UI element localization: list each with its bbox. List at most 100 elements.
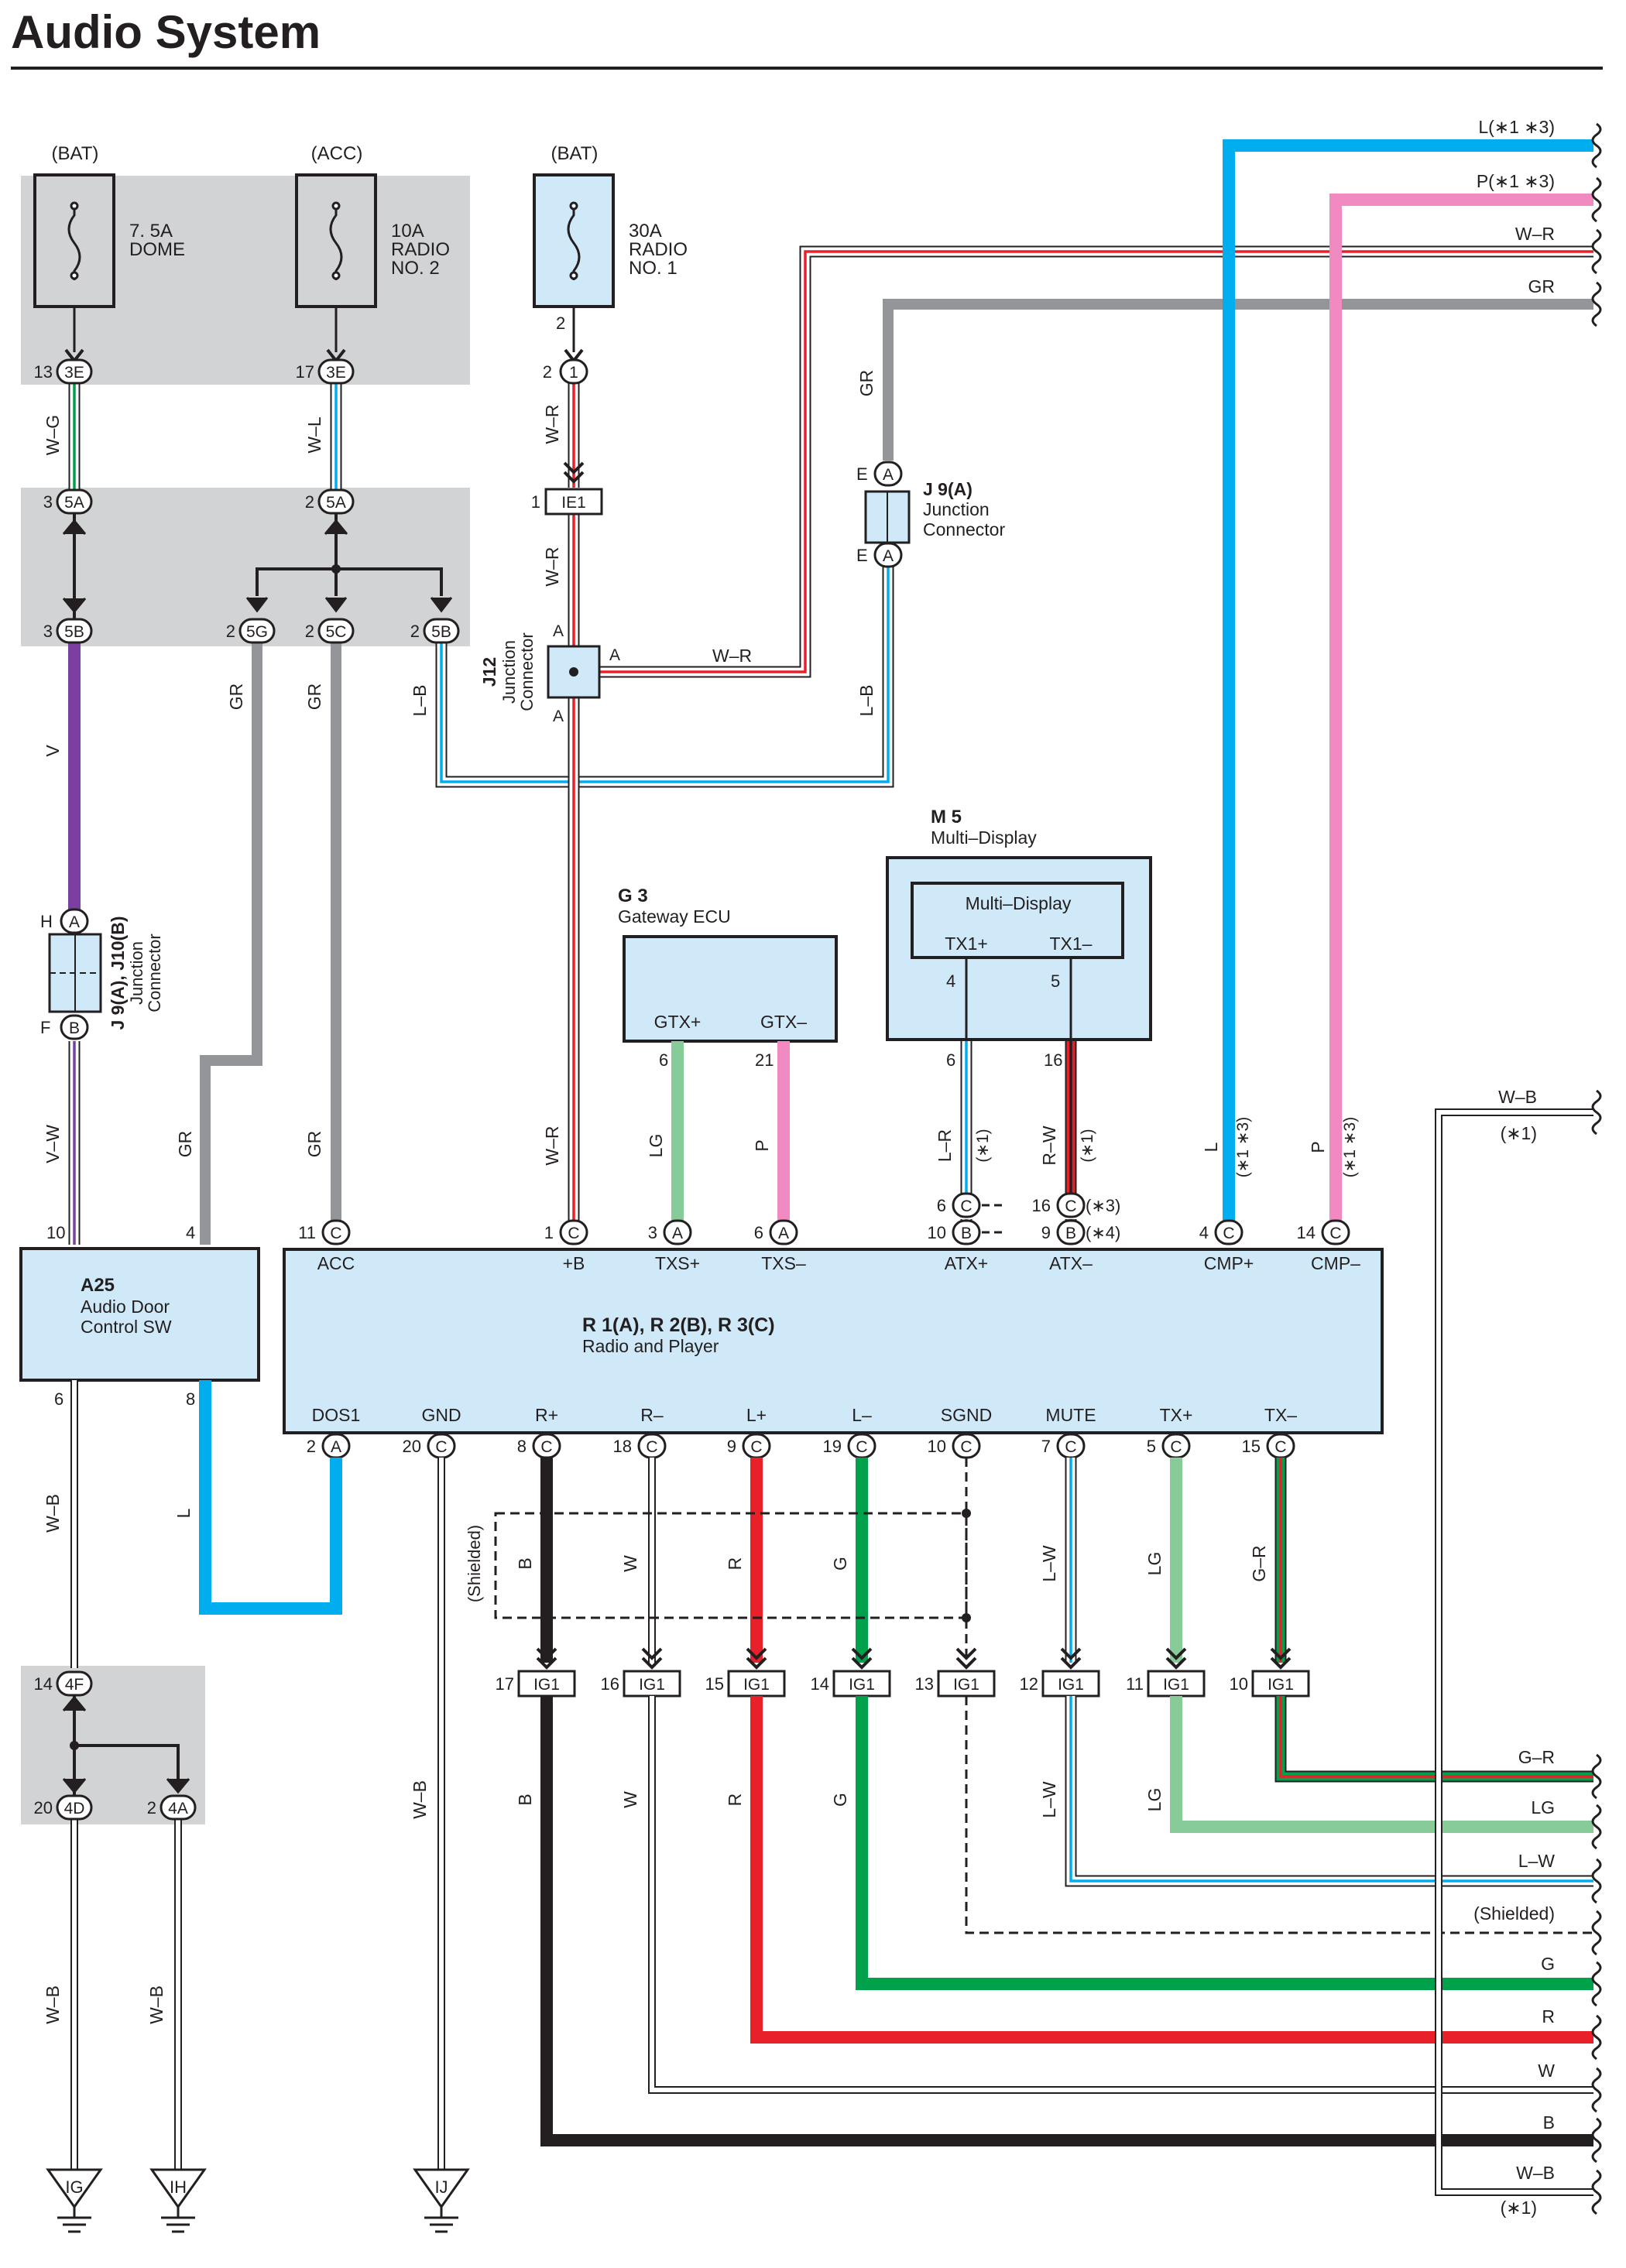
fuse-1-element [329,206,343,280]
connector-j9-h-name: A [69,913,80,931]
page-title: Audio System [11,6,321,58]
continuation-mid-0 [1591,1089,1602,1136]
wire-label-mid-6: LG [1144,1552,1165,1576]
radio-conn-top-7-name: C [1329,1225,1341,1242]
radio-pin-top-1: 1 [544,1223,554,1242]
radio-alt-conn-6 [952,1192,981,1218]
double-arrow-ig1-0-2 [536,1656,557,1670]
arrow-up-5a3 [62,519,87,535]
ig1-conn-5 [1041,1670,1100,1698]
wire-g-out [856,1696,1593,1990]
radio-term-top-7: CMP– [1311,1253,1360,1273]
m5-inner-label: Multi–Display [966,893,1072,913]
fuse-2-terminal-top [569,201,578,211]
fuse-2-rating: 30A [629,221,662,242]
connector-j9-h [60,908,89,934]
wire-label-l: L [1201,1142,1221,1152]
connector-j10-f-name: B [69,1019,80,1037]
radio-alt-note-4: (∗4) [1086,1223,1120,1242]
connector-pin-c4a: 2 [147,1798,156,1817]
shield-box [494,1512,968,1619]
connector-c5b3-name: 5B [64,623,84,641]
ig1-conn-5-name: IG1 [1058,1676,1084,1694]
splice-dot [70,1741,79,1750]
connector-ie1 [544,488,603,516]
arrow-up-4f [62,1695,87,1711]
connector-pin-c5g: 2 [226,622,235,641]
fuse-0-terminal-bottom [70,271,79,280]
connector-c5a3 [56,488,93,515]
fuse-1-rating: 10A [391,221,424,242]
connector-c3e13-name: 3E [64,364,84,382]
g3-name: Gateway ECU [618,906,731,927]
continuation-bottom-4 [1591,1961,1602,2007]
ig1-conn-1-name: IG1 [639,1676,665,1694]
wire-r-out [750,1696,1593,2044]
radio-id: R 1(A), R 2(B), R 3(C) [582,1314,775,1336]
connector-c4d [56,1794,93,1821]
m5-pin-tx1m: TX1– [1050,934,1093,954]
fuse-0-terminal-top [70,201,79,211]
ig1-pin-2: 15 [705,1674,724,1694]
wire-label-low-2: R [725,1794,745,1807]
right-label-mid-0: W–B [1498,1087,1537,1107]
radio-conn-top-6 [1214,1219,1244,1245]
j9a-name-2: Connector [923,519,1005,540]
m5-pin-tx1p: TX1+ [945,934,988,954]
wire-w-out [648,1696,1593,2094]
wire-label-w-g: W–G [43,415,63,455]
connector-j9a-e2 [873,542,903,568]
fuse-0-source: (BAT) [52,143,99,164]
continuation-bottom-1 [1591,1804,1602,1850]
connector-c5c-name: 5C [326,623,347,641]
connector-c5g-name: 5G [246,623,268,641]
arrow-4d [62,1778,87,1794]
ig1-pin-6: 11 [1126,1674,1144,1694]
continuation-bottom-2 [1591,1858,1602,1904]
wire-label-mid-1: W [620,1555,640,1572]
double-arrow-ig1-3-2 [851,1656,873,1670]
connector-c1 [559,358,588,385]
wire-label-l-b-2: L–B [856,685,876,717]
wire-label-mid-0: B [515,1557,535,1569]
ig1-pin-1: 16 [601,1674,619,1694]
double-arrow-ie1 [563,461,585,474]
j9-pin-h: H [40,912,53,931]
m5-name: Multi–Display [931,827,1037,848]
radio-conn-top-5 [1056,1219,1086,1245]
connector-pin-c5c: 2 [305,622,314,641]
m5-pin-4: 4 [946,971,955,991]
g3-pin-6: 6 [659,1050,668,1070]
radio-conn-bottom-0-name: A [331,1438,341,1456]
ig1-conn-0-name: IG1 [533,1676,560,1694]
radio-term-bottom-9: TX– [1264,1405,1297,1425]
radio-conn-bottom-1-name: C [435,1438,447,1456]
connector-c5a2 [317,488,355,515]
ground-ig-label: IG [65,2177,83,2197]
arrow-4a [166,1778,190,1794]
ground-ij [413,2168,470,2209]
radio-conn-top-1 [559,1219,588,1245]
radio-conn-top-4 [952,1219,981,1245]
wire-gr-top [883,299,1593,461]
j9a-name: Junction [923,499,990,519]
connector-pin-c4f: 14 [34,1674,53,1694]
right-label-bottom-3: (Shielded) [1473,1903,1555,1924]
wire-g-r-out-stripe [1279,1696,1593,1778]
connector-pin-c3e13: 13 [34,362,53,382]
wire-note-l: (∗1 ∗3) [1234,1117,1252,1177]
m5-id: M 5 [931,807,962,827]
radio-term-top-3: TXS– [761,1253,806,1273]
ig1-conn-1 [623,1670,681,1698]
radio-term-bottom-0: DOS1 [312,1405,361,1425]
a25-id: A25 [81,1275,115,1296]
wire-label-low-0: B [515,1794,535,1805]
connector-c4a-name: 4A [168,1800,188,1817]
g3-pin-gtxm: GTX– [760,1012,807,1032]
double-arrow-ie1-2 [563,471,585,484]
right-label-bottom-4: G [1541,1954,1555,1974]
ig1-conn-4 [937,1670,996,1698]
arrow-5-0 [245,597,269,613]
double-arrow-ig1-5-2 [1060,1656,1082,1670]
ig1-conn-2-name: IG1 [743,1676,770,1694]
